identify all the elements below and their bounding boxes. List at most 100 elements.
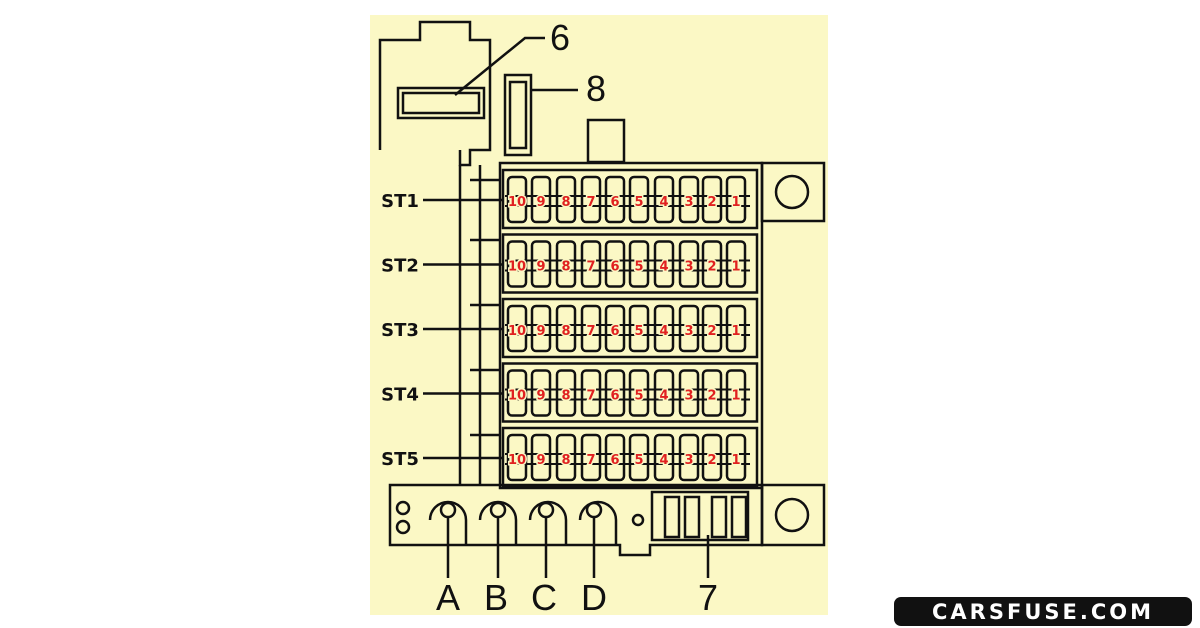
fuse-slot[interactable] bbox=[555, 304, 577, 353]
fuse-slot[interactable] bbox=[506, 175, 528, 224]
fuse-slot[interactable] bbox=[506, 240, 528, 288]
fuse-number: 9 bbox=[536, 389, 545, 404]
fuse-slot[interactable] bbox=[678, 433, 700, 482]
fuse-number: 10 bbox=[508, 260, 526, 275]
fuse-number: 6 bbox=[610, 453, 619, 468]
fuse-slot[interactable] bbox=[678, 304, 700, 353]
row-label: ST5 bbox=[381, 449, 419, 470]
fuse-number: 3 bbox=[684, 324, 693, 339]
fuse-number: 5 bbox=[634, 260, 643, 275]
fuse-number: 1 bbox=[731, 389, 740, 404]
fuse-slot[interactable] bbox=[678, 175, 700, 224]
fuse-number: 7 bbox=[586, 389, 595, 404]
fuse-number: 10 bbox=[508, 324, 526, 339]
fuse-slot[interactable] bbox=[628, 240, 650, 288]
fuse-slot[interactable] bbox=[506, 369, 528, 417]
fuse-6-body bbox=[396, 86, 486, 120]
fuse-slot[interactable] bbox=[725, 369, 747, 417]
fuse-number: 7 bbox=[586, 195, 595, 210]
fuse-slot[interactable] bbox=[628, 369, 650, 417]
callout-d: D bbox=[581, 577, 607, 618]
fuse-slot[interactable] bbox=[701, 433, 723, 482]
fuse-slot[interactable] bbox=[653, 369, 675, 417]
fuse-slot[interactable] bbox=[653, 304, 675, 353]
fuse-slot[interactable] bbox=[628, 433, 650, 482]
fuse-number: 8 bbox=[561, 260, 570, 275]
fuse-number: 6 bbox=[610, 324, 619, 339]
fuse-number: 3 bbox=[684, 195, 693, 210]
fuse-slot[interactable] bbox=[555, 433, 577, 482]
fuse-slot[interactable] bbox=[530, 304, 552, 353]
fuse-slot[interactable] bbox=[678, 369, 700, 417]
fuse-number: 1 bbox=[731, 453, 740, 468]
callout-b: B bbox=[484, 577, 508, 618]
mount-tab-top bbox=[760, 161, 826, 223]
callout-7: 7 bbox=[698, 577, 718, 618]
fuse-slot[interactable] bbox=[604, 369, 626, 417]
fuse-slot[interactable] bbox=[580, 240, 602, 288]
fuse-slot[interactable] bbox=[530, 175, 552, 224]
fuse-slot[interactable] bbox=[604, 433, 626, 482]
callout-a: A bbox=[436, 577, 460, 618]
fuse-number: 10 bbox=[508, 389, 526, 404]
fuse-slot[interactable] bbox=[628, 304, 650, 353]
fuse-slot[interactable] bbox=[580, 175, 602, 224]
fuse-slot[interactable] bbox=[725, 304, 747, 353]
fuse-number: 8 bbox=[561, 453, 570, 468]
fuse-slot[interactable] bbox=[653, 175, 675, 224]
relay-housing bbox=[378, 20, 492, 167]
fuse-number: 9 bbox=[536, 195, 545, 210]
fuse-slot[interactable] bbox=[506, 304, 528, 353]
fuse-slot[interactable] bbox=[555, 369, 577, 417]
fuse-number: 9 bbox=[536, 453, 545, 468]
fuse-slot[interactable] bbox=[701, 240, 723, 288]
fuse-slot[interactable] bbox=[506, 433, 528, 482]
fuse-number: 9 bbox=[536, 324, 545, 339]
fuse-slot[interactable] bbox=[555, 175, 577, 224]
fuse-slot[interactable] bbox=[530, 240, 552, 288]
fuse-number: 4 bbox=[659, 389, 668, 404]
fuse-number: 7 bbox=[586, 324, 595, 339]
fuse-slot[interactable] bbox=[725, 433, 747, 482]
fuse-slot[interactable] bbox=[604, 240, 626, 288]
fuse-number: 7 bbox=[586, 260, 595, 275]
fuse-slot[interactable] bbox=[530, 369, 552, 417]
fuse-number: 8 bbox=[561, 389, 570, 404]
fuse-slot[interactable] bbox=[653, 240, 675, 288]
fuse-slot[interactable] bbox=[580, 433, 602, 482]
fuse-number: 1 bbox=[731, 260, 740, 275]
fuse-slot[interactable] bbox=[678, 240, 700, 288]
fuse-slot[interactable] bbox=[725, 175, 747, 224]
fuse-number: 6 bbox=[610, 389, 619, 404]
fuse-number: 5 bbox=[634, 324, 643, 339]
fuse-slot[interactable] bbox=[580, 369, 602, 417]
fuse-number: 5 bbox=[634, 195, 643, 210]
fuse-slot[interactable] bbox=[653, 433, 675, 482]
fuse-number: 2 bbox=[707, 324, 716, 339]
fuse-slot[interactable] bbox=[701, 369, 723, 417]
fuse-slot[interactable] bbox=[580, 304, 602, 353]
fuse-slot[interactable] bbox=[604, 304, 626, 353]
fuse-number: 3 bbox=[684, 453, 693, 468]
fuse-slot[interactable] bbox=[530, 433, 552, 482]
callout-6: 6 bbox=[550, 17, 570, 58]
fuse-slot[interactable] bbox=[555, 240, 577, 288]
fuse-number: 7 bbox=[586, 453, 595, 468]
fuse-number: 8 bbox=[561, 324, 570, 339]
fuse-slot[interactable] bbox=[604, 175, 626, 224]
callout-8: 8 bbox=[586, 68, 606, 109]
fuse-slot[interactable] bbox=[701, 304, 723, 353]
fuse-slot[interactable] bbox=[701, 175, 723, 224]
callout-c: C bbox=[531, 577, 557, 618]
row-label: ST4 bbox=[381, 385, 419, 406]
fuse-slot[interactable] bbox=[628, 175, 650, 224]
fuse-number: 3 bbox=[684, 389, 693, 404]
fuse-8-body bbox=[503, 73, 533, 157]
fuse-number: 10 bbox=[508, 195, 526, 210]
fuse-slot[interactable] bbox=[725, 240, 747, 288]
fuse-number: 4 bbox=[659, 453, 668, 468]
fuse-block bbox=[498, 161, 764, 490]
